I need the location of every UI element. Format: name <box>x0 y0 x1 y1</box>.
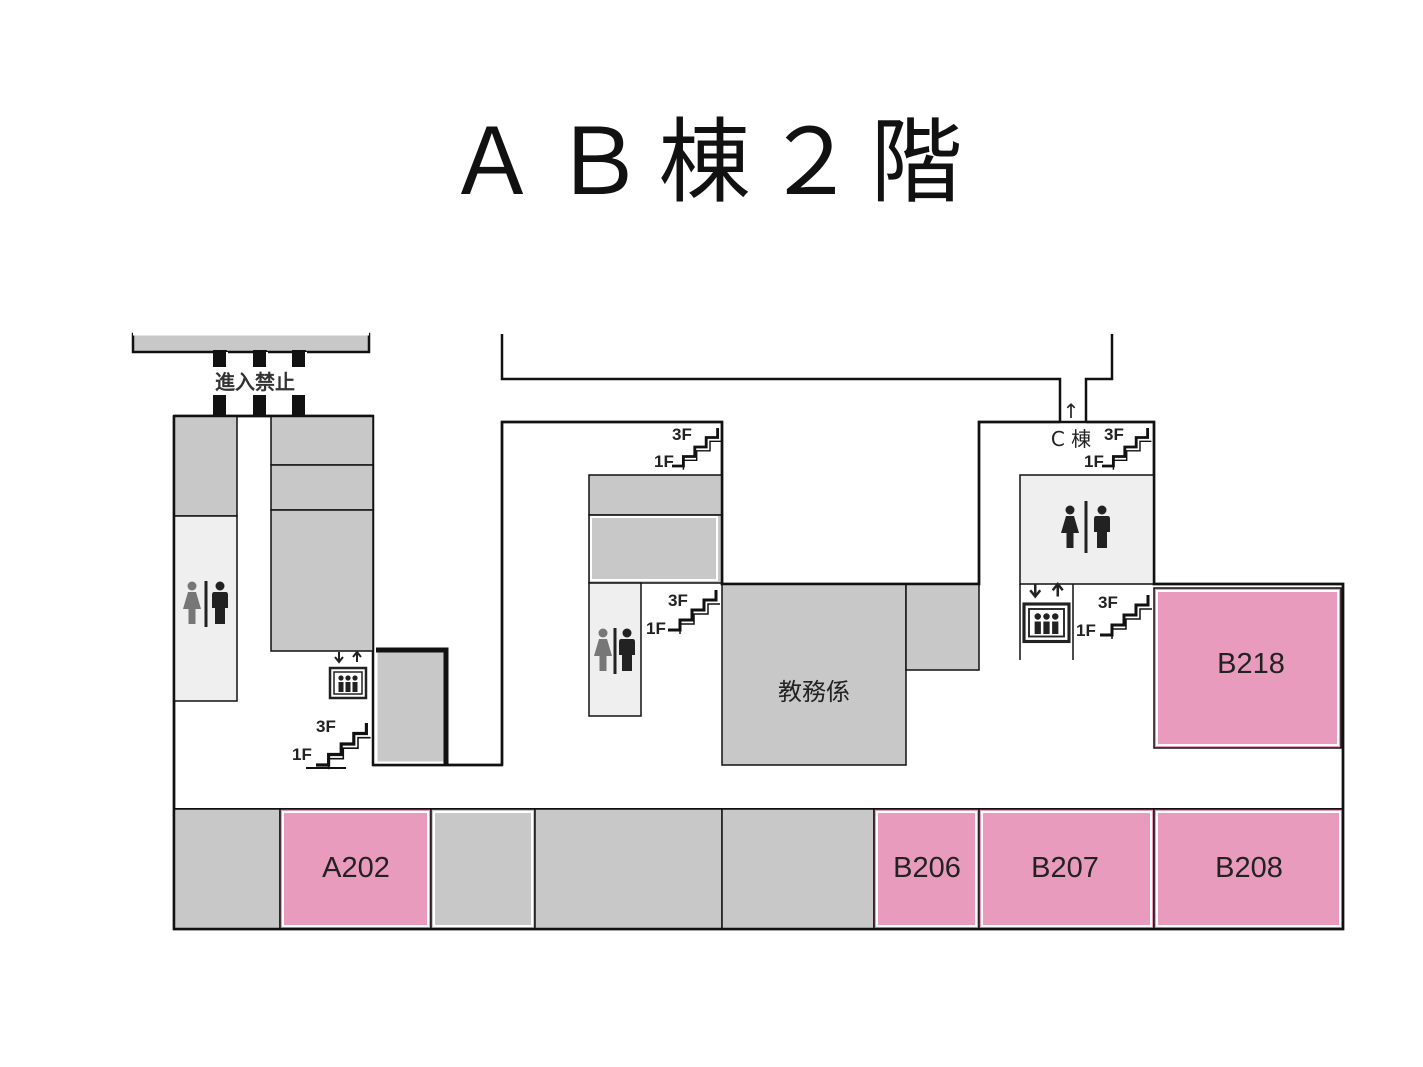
room-south-5 <box>721 808 875 930</box>
restroom-right <box>1019 474 1155 585</box>
stairs-icon: 3F 1F <box>292 717 373 771</box>
room-b208[interactable]: B208 <box>1153 808 1344 930</box>
svg-text:1F: 1F <box>1076 621 1096 640</box>
svg-text:1F: 1F <box>654 452 674 471</box>
arrow-up-icon: ↑ <box>1063 399 1080 423</box>
room-center-right <box>905 583 980 671</box>
room-south-4 <box>534 808 723 930</box>
restroom-icon <box>1061 501 1110 553</box>
svg-text:1F: 1F <box>646 619 666 638</box>
room-left-mid-1 <box>270 415 374 466</box>
svg-text:3F: 3F <box>1104 425 1124 444</box>
c-building-label: C 棟 <box>1051 427 1091 451</box>
room-b208-label: B208 <box>1215 852 1283 884</box>
svg-text:1F: 1F <box>1084 452 1104 471</box>
room-left-top <box>173 415 238 517</box>
stairs-icon: 3F 1F <box>646 588 722 638</box>
room-left-mid-3 <box>270 509 374 652</box>
north-corridor-fragment <box>131 332 371 354</box>
restroom-icon <box>183 581 228 627</box>
room-center-mid <box>588 514 723 584</box>
page-title: ＡＢ棟２階 <box>446 109 977 216</box>
svg-text:3F: 3F <box>316 717 336 736</box>
restroom-icon <box>594 628 635 674</box>
room-center-top <box>588 474 723 516</box>
room-a202-label: A202 <box>322 852 390 884</box>
room-south-3 <box>430 808 536 930</box>
room-b207[interactable]: B207 <box>978 808 1155 930</box>
room-b218[interactable]: B218 <box>1153 587 1342 749</box>
svg-text:3F: 3F <box>672 425 692 444</box>
room-a202[interactable]: A202 <box>279 808 432 930</box>
room-b206-label: B206 <box>893 852 961 884</box>
room-south-1 <box>173 808 281 930</box>
svg-text:3F: 3F <box>1098 593 1118 612</box>
room-b206[interactable]: B206 <box>873 808 980 930</box>
svg-text:1F: 1F <box>292 745 312 764</box>
no-entry-barrier: 進入禁止 <box>203 350 307 416</box>
corridor-to-c-building <box>500 334 1114 422</box>
stairs-icon: 3F 1F <box>654 425 723 472</box>
room-left-mid-2 <box>270 464 374 511</box>
stairs-icon: 3F 1F <box>1084 425 1153 472</box>
academic-affairs-office <box>721 583 907 766</box>
room-b218-label: B218 <box>1217 648 1285 680</box>
svg-text:3F: 3F <box>668 591 688 610</box>
academic-affairs-label: 教務係 <box>778 678 850 706</box>
no-entry-label: 進入禁止 <box>215 370 295 394</box>
stairs-icon: 3F 1F <box>1076 593 1154 641</box>
room-b207-label: B207 <box>1031 852 1099 884</box>
room-left-lower <box>374 647 449 765</box>
